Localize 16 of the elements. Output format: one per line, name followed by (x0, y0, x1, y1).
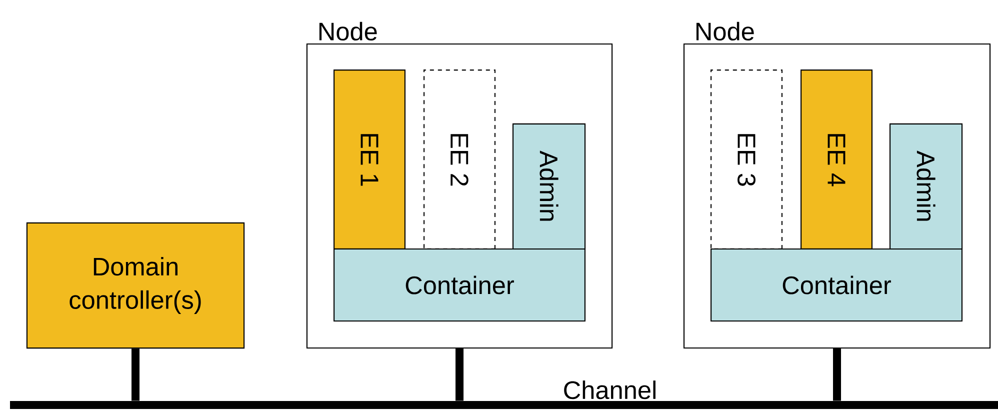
node-label: Node (696, 22, 754, 41)
connector-line (833, 348, 842, 401)
box: EE 2 (424, 70, 496, 250)
box: EE 1 (334, 70, 406, 250)
connector-line (456, 348, 464, 401)
node-label: Channel (564, 380, 656, 400)
box: Admin (512, 123, 586, 250)
box: EE 3 (710, 70, 783, 250)
channel-bus: Channel (10, 380, 998, 409)
box: EE 4 (800, 70, 873, 250)
connector-line (132, 348, 140, 401)
box: Domain controller(s) (26, 222, 245, 349)
box: Container (710, 248, 963, 322)
box: Container (334, 248, 586, 322)
node-label: Node (319, 22, 377, 41)
box: Admin (889, 123, 963, 250)
